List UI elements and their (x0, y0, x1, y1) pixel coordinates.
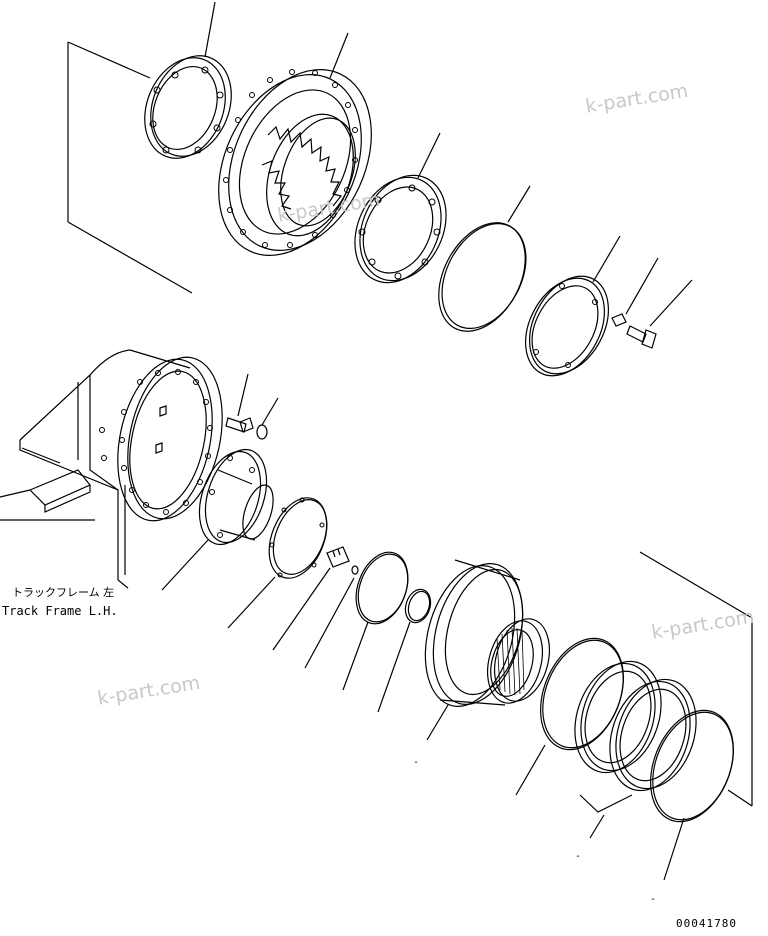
sprocket-hub (218, 32, 372, 256)
o-ring-right (650, 709, 734, 881)
track-frame-label-en: Track Frame L.H. (2, 604, 118, 618)
track-frame-label-jp: トラックフレーム 左 (12, 586, 115, 599)
upper-group-bracket (67, 41, 193, 294)
washer-housing (256, 397, 279, 440)
snap-ring-small (377, 588, 432, 713)
plug (272, 546, 359, 669)
floating-seal-pair (574, 660, 697, 839)
seal-ring-top (144, 1, 232, 159)
bolt-top (626, 279, 693, 349)
drawing-number: 00041780 (676, 917, 737, 930)
callout-mark-2: - (575, 851, 582, 862)
track-frame-housing (0, 349, 223, 580)
o-ring-large (438, 185, 531, 332)
lower-group-bracket (639, 551, 753, 807)
o-ring-medium (342, 551, 409, 691)
seal-ring-middle (354, 132, 447, 284)
callout-mark-1: - (413, 757, 420, 768)
cover-plate (525, 235, 621, 377)
o-ring-lower (515, 637, 624, 796)
callout-mark-3: - (650, 894, 657, 905)
lock-plate (611, 257, 659, 327)
gasket (227, 497, 328, 629)
spline-hub (424, 559, 550, 741)
track-frame-leader (117, 579, 129, 589)
spindle-flange (161, 448, 274, 591)
bolt-housing (225, 373, 254, 433)
